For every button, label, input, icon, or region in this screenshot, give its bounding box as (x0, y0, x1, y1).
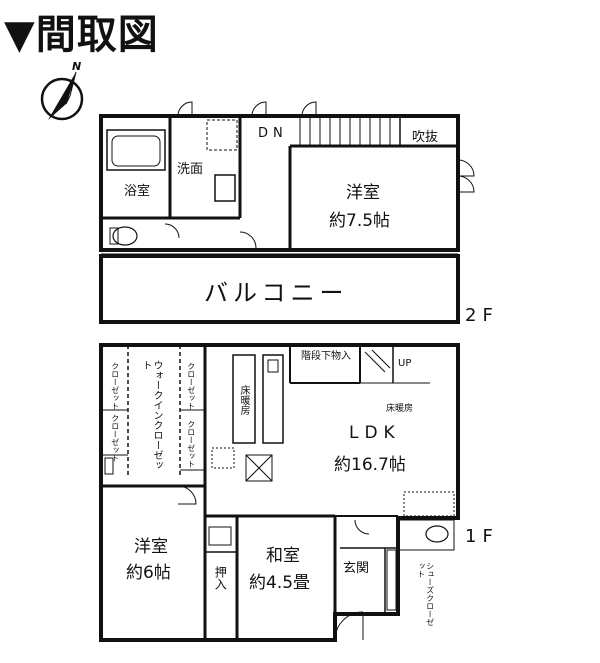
ldk-size: 約16.7帖 (334, 455, 406, 475)
oshiire-label: 押入 (213, 566, 228, 590)
floor2-label: 2F (465, 305, 499, 326)
understairs-label: 階段下物入 (301, 351, 351, 362)
japanese-room-name: 和室 (266, 546, 300, 566)
closet2-label: クローゼット (110, 414, 120, 462)
walkin-closet-label: ウォークインクローゼット (140, 360, 162, 470)
closet1-label: クローゼット (110, 362, 120, 410)
floor1-walls (99, 343, 460, 642)
genkan-label: 玄関 (343, 561, 370, 576)
floor1-label: 1F (465, 526, 499, 547)
up-label: UP (398, 358, 412, 369)
western-room-size: 約6帖 (126, 563, 171, 583)
closet3-label: クローゼット (186, 362, 196, 410)
balcony-label: バルコニー (204, 279, 349, 307)
compass-icon (40, 71, 84, 121)
floor2-walls (99, 101, 475, 324)
bedroom-size: 約7.5帖 (329, 211, 391, 231)
dn-label: DN (258, 126, 288, 141)
washroom-label: 洗面 (177, 162, 204, 177)
floor-heating-label-2: 床暖房 (386, 404, 414, 414)
bedroom-name: 洋室 (346, 183, 380, 203)
japanese-room-size: 約4.5畳 (249, 573, 311, 593)
ldk-name: LDK (349, 423, 401, 443)
page-title: ▼間取図 (4, 12, 159, 58)
closet4-label: クローゼット (186, 420, 196, 468)
shoe-closet-label: シューズクローゼット (416, 562, 435, 626)
western-room-name: 洋室 (134, 537, 168, 557)
fukinuke-label: 吹抜 (412, 130, 439, 145)
bath-label: 浴室 (124, 184, 151, 199)
floor-heating-label: 床暖房 (238, 385, 249, 415)
compass-north-label: N (72, 60, 82, 73)
